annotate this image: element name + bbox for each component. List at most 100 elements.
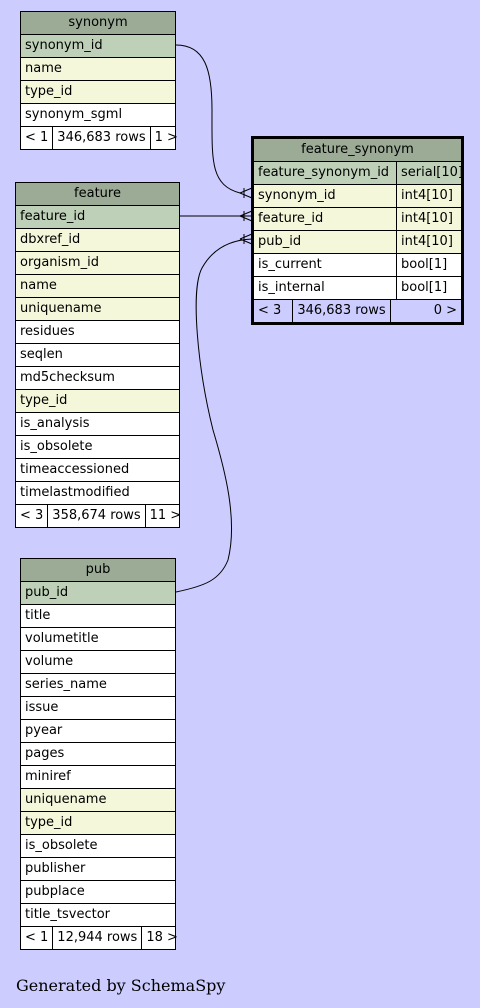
column-row[interactable]: timeaccessioned	[16, 459, 179, 482]
column-name: name	[25, 61, 62, 76]
column-row[interactable]: name	[21, 58, 175, 81]
column-row[interactable]: is_current bool[1]	[254, 254, 461, 277]
row-count: 358,674 rows	[47, 505, 146, 527]
column-row[interactable]: miniref	[21, 766, 175, 789]
column-row[interactable]: is_analysis	[16, 413, 179, 436]
column-name: md5checksum	[20, 370, 115, 385]
column-row[interactable]: title_tsvector	[21, 904, 175, 927]
parents-link[interactable]: < 1	[25, 930, 49, 945]
column-row[interactable]: pub_id	[21, 582, 175, 605]
column-name: timeaccessioned	[20, 462, 130, 477]
column-name: is_obsolete	[25, 838, 98, 853]
column-row[interactable]: is_internal bool[1]	[254, 277, 461, 300]
table-title[interactable]: pub	[21, 559, 175, 582]
column-name: title_tsvector	[25, 907, 111, 922]
table-title[interactable]: synonym	[21, 12, 175, 35]
column-name: uniquename	[20, 301, 102, 316]
children-link[interactable]: 0 >	[433, 303, 457, 318]
column-row[interactable]: is_obsolete	[16, 436, 179, 459]
column-row[interactable]: md5checksum	[16, 367, 179, 390]
column-name: uniquename	[25, 792, 107, 807]
table-title[interactable]: feature_synonym	[254, 139, 461, 162]
column-name: synonym_id	[25, 38, 103, 53]
children-link[interactable]: 18 >	[146, 930, 178, 945]
column-name: is_internal	[258, 280, 325, 295]
column-name: synonym_sgml	[25, 107, 123, 122]
column-name: volumetitle	[25, 631, 99, 646]
children-link[interactable]: 1 >	[154, 130, 178, 145]
column-row[interactable]: pages	[21, 743, 175, 766]
column-row[interactable]: pyear	[21, 720, 175, 743]
column-name: pubplace	[25, 884, 85, 899]
column-type: int4[10]	[396, 231, 461, 253]
column-name: name	[20, 278, 57, 293]
parents-link[interactable]: < 3	[20, 508, 44, 523]
column-name: type_id	[25, 84, 73, 99]
column-name: pages	[25, 746, 65, 761]
column-name: timelastmodified	[20, 485, 130, 500]
column-name: synonym_id	[258, 188, 336, 203]
column-row[interactable]: issue	[21, 697, 175, 720]
column-type: int4[10]	[396, 185, 461, 207]
column-name: type_id	[20, 393, 68, 408]
column-row[interactable]: type_id	[21, 81, 175, 104]
column-name: publisher	[25, 861, 86, 876]
column-row[interactable]: uniquename	[16, 298, 179, 321]
many-marker-synonym	[239, 187, 253, 199]
column-row[interactable]: type_id	[21, 812, 175, 835]
table-title[interactable]: feature	[16, 183, 179, 206]
parents-link[interactable]: < 3	[258, 303, 282, 318]
column-row[interactable]: synonym_id	[21, 35, 175, 58]
column-row[interactable]: synonym_id int4[10]	[254, 185, 461, 208]
row-count: 12,944 rows	[52, 927, 143, 949]
column-type: serial[10]	[396, 162, 461, 184]
column-row[interactable]: seqlen	[16, 344, 179, 367]
column-type: bool[1]	[396, 254, 461, 276]
column-row[interactable]: volumetitle	[21, 628, 175, 651]
column-row[interactable]: title	[21, 605, 175, 628]
pub-link	[175, 238, 253, 593]
column-row[interactable]: volume	[21, 651, 175, 674]
row-count: 346,683 rows	[52, 127, 151, 149]
column-name: dbxref_id	[20, 232, 81, 247]
column-row[interactable]: uniquename	[21, 789, 175, 812]
column-row[interactable]: synonym_sgml	[21, 104, 175, 127]
column-row[interactable]: name	[16, 275, 179, 298]
children-link[interactable]: 11 >	[149, 508, 182, 523]
column-type: bool[1]	[396, 277, 461, 299]
column-name: feature_id	[20, 209, 86, 224]
column-row[interactable]: pubplace	[21, 881, 175, 904]
column-row[interactable]: feature_id	[16, 206, 179, 229]
column-row[interactable]: publisher	[21, 858, 175, 881]
column-name: organism_id	[20, 255, 99, 270]
column-name: is_current	[258, 257, 322, 272]
column-row[interactable]: timelastmodified	[16, 482, 179, 505]
column-row[interactable]: dbxref_id	[16, 229, 179, 252]
column-name: volume	[25, 654, 74, 669]
column-name: pub_id	[258, 234, 302, 249]
column-row[interactable]: pub_id int4[10]	[254, 231, 461, 254]
column-type: int4[10]	[396, 208, 461, 230]
column-name: series_name	[25, 677, 107, 692]
column-name: miniref	[25, 769, 71, 784]
column-row[interactable]: series_name	[21, 674, 175, 697]
column-row[interactable]: organism_id	[16, 252, 179, 275]
parents-link[interactable]: < 1	[25, 130, 49, 145]
many-marker-pub	[239, 233, 253, 245]
column-name: seqlen	[20, 347, 63, 362]
column-row[interactable]: type_id	[16, 390, 179, 413]
column-row[interactable]: residues	[16, 321, 179, 344]
column-row[interactable]: feature_id int4[10]	[254, 208, 461, 231]
column-name: is_analysis	[20, 416, 90, 431]
column-name: feature_id	[258, 211, 324, 226]
column-name: title	[25, 608, 51, 623]
column-row[interactable]: is_obsolete	[21, 835, 175, 858]
